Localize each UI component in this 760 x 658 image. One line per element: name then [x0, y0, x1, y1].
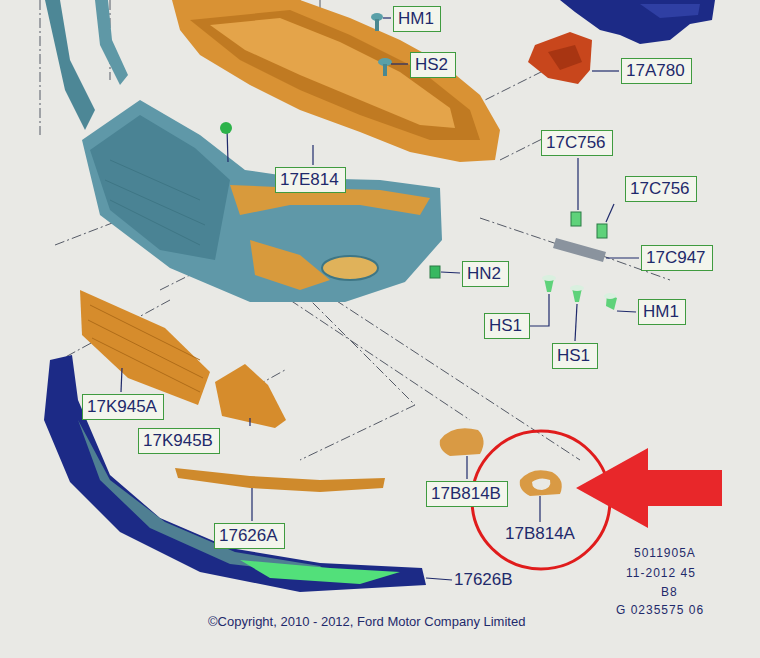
bar: [553, 238, 606, 262]
part-number: 17C756: [630, 178, 690, 200]
fog-opening: [322, 256, 378, 280]
clip: [597, 224, 607, 238]
part-number: 17K945A: [87, 396, 157, 418]
part-number: 17K945B: [143, 430, 213, 452]
bumper-cover: [82, 100, 442, 302]
lower-bumper-inner: [78, 420, 330, 576]
bezel: [520, 470, 562, 496]
bumper-cover-inner: [250, 240, 330, 290]
part-number: HS1: [489, 315, 522, 337]
part-number: HM1: [398, 8, 434, 30]
bezel: [440, 428, 484, 456]
callout-box: 17E814: [275, 167, 346, 193]
callout-box: 17A780: [621, 58, 692, 84]
grille: [80, 290, 210, 405]
drawing-code: G 0235575 06: [616, 603, 704, 617]
callout-box: 17C756: [541, 130, 613, 156]
part-number: 17C947: [646, 247, 706, 269]
part-number: 17A780: [626, 60, 685, 82]
reinforcement: [172, 0, 500, 162]
assembly-lines: [40, 0, 670, 460]
highlight-arrow: [576, 448, 722, 528]
reinforcement-face: [210, 18, 455, 128]
part-number: 17E814: [280, 169, 339, 191]
grille-mesh: [88, 305, 203, 392]
drawing-code: 5011905A: [634, 546, 696, 560]
lower-bumper: [44, 355, 426, 592]
screw: [371, 13, 392, 76]
callout-box: 17C756: [625, 176, 697, 202]
callout-box: HS1: [552, 343, 598, 369]
copyright-note: ©Copyright, 2010 - 2012, Ford Motor Comp…: [208, 614, 525, 629]
bumper-cover-grille: [90, 115, 230, 260]
lower-bumper-inner: [240, 560, 400, 584]
green-dot: [220, 122, 232, 134]
screw: [542, 275, 617, 310]
leader-lines: [121, 18, 639, 580]
part-number: HM1: [643, 301, 679, 323]
callout-box: HM1: [393, 6, 441, 32]
callout-box: 17K945B: [138, 428, 220, 454]
grille-lines: [105, 160, 205, 245]
drawing-code: B8: [661, 585, 678, 599]
part-number: HN2: [467, 263, 501, 285]
bracket: [528, 32, 592, 84]
part-number: 17626A: [219, 525, 278, 547]
part-number: HS1: [557, 345, 590, 367]
bumper-edge: [45, 0, 95, 130]
callout-box: HS2: [410, 52, 456, 78]
part-number: 17B814B: [431, 483, 501, 505]
callout-box: 17B814B: [426, 481, 508, 507]
part-number: 17626B: [454, 570, 513, 590]
callout-box: HM1: [638, 299, 686, 325]
callout-box: 17C947: [641, 245, 713, 271]
bracket-shade: [548, 45, 582, 70]
grille: [215, 364, 286, 428]
bumper-edge: [95, 0, 128, 85]
callout-box: 17K945A: [82, 394, 164, 420]
part-number: HS2: [415, 54, 448, 76]
upper-part-detail: [640, 4, 700, 18]
drawing-date: 11-2012 45: [626, 566, 696, 580]
callout-box: 17626A: [214, 523, 285, 549]
callout-box: HN2: [462, 261, 509, 287]
clip: [430, 266, 440, 278]
part-number: 17C756: [546, 132, 606, 154]
callout-box: HS1: [484, 313, 530, 339]
part-number: 17B814A: [505, 524, 575, 544]
trim-strip: [175, 468, 385, 492]
clip: [571, 212, 581, 226]
